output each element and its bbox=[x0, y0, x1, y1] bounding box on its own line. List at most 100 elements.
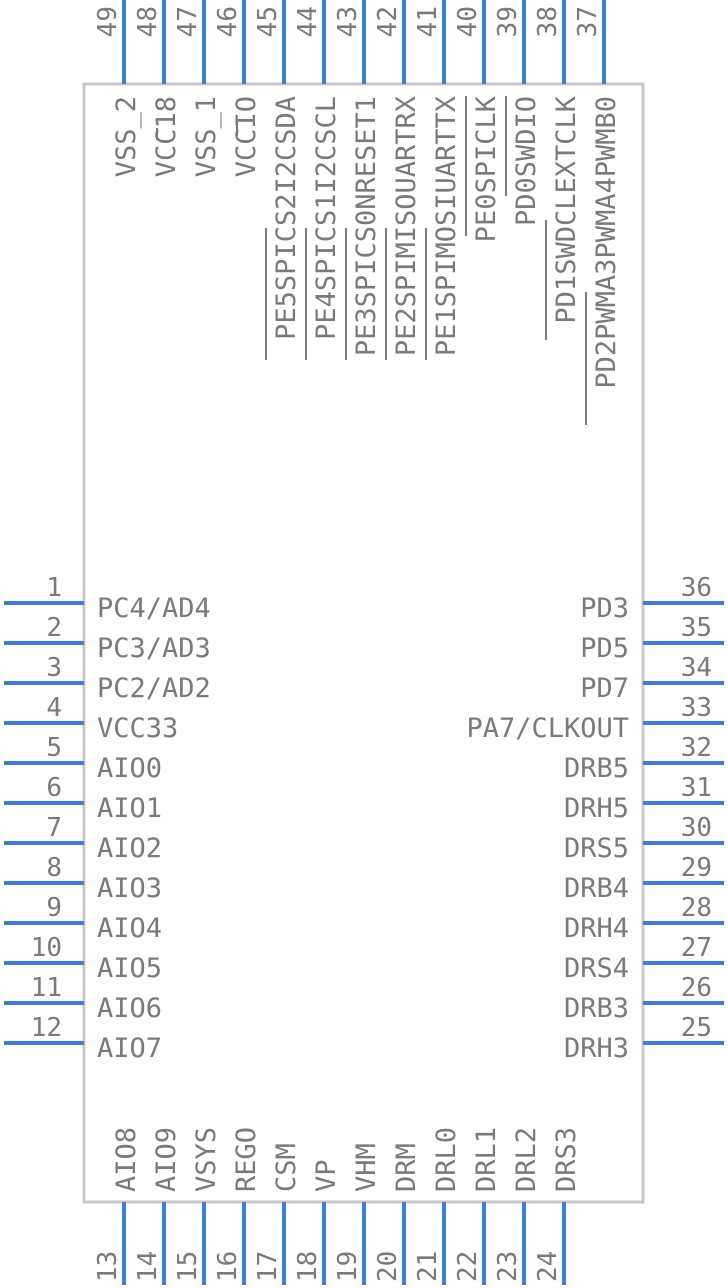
pin-label-6: AIO1 bbox=[97, 793, 162, 824]
pin-number-20: 20 bbox=[373, 1251, 403, 1282]
pin-number-3: 3 bbox=[46, 653, 62, 683]
pin-label-10: AIO5 bbox=[97, 953, 162, 984]
pin-label-13: AIO8 bbox=[111, 1127, 142, 1192]
chip-body bbox=[82, 82, 645, 1204]
pin-number-26: 26 bbox=[681, 973, 712, 1003]
pin-number-18: 18 bbox=[293, 1251, 323, 1282]
pin-number-6: 6 bbox=[46, 773, 62, 803]
pin-label-22: DRL1 bbox=[471, 1127, 502, 1192]
pin-label-46: VCCIO bbox=[231, 96, 262, 177]
pin-number-48: 48 bbox=[133, 6, 163, 37]
pin-label-15: VSYS bbox=[191, 1127, 222, 1192]
pin-label-9: AIO4 bbox=[97, 913, 162, 944]
pin-number-24: 24 bbox=[533, 1251, 563, 1282]
pin-number-23: 23 bbox=[493, 1251, 523, 1282]
pin-number-7: 7 bbox=[46, 813, 62, 843]
pin-labels: PC4/AD4PC3/AD3PC2/AD2VCC33AIO0AIO1AIO2AI… bbox=[97, 95, 629, 1192]
pin-number-33: 33 bbox=[681, 693, 712, 723]
pin-label-11: AIO6 bbox=[97, 993, 162, 1024]
pin-number-22: 22 bbox=[453, 1251, 483, 1282]
pin-label-34: PD7 bbox=[580, 673, 629, 704]
pin-label-37: PD2PWMA3PWMA4PWMB0 bbox=[591, 96, 622, 389]
pin-number-40: 40 bbox=[453, 6, 483, 37]
pin-label-7: AIO2 bbox=[97, 833, 162, 864]
pin-number-11: 11 bbox=[31, 973, 62, 1003]
pin-label-12: AIO7 bbox=[97, 1033, 162, 1064]
pin-label-8: AIO3 bbox=[97, 873, 162, 904]
pin-label-19: VHM bbox=[351, 1143, 382, 1192]
pin-lines bbox=[4, 0, 724, 1285]
pin-number-12: 12 bbox=[31, 1013, 62, 1043]
pin-label-23: DRL2 bbox=[511, 1127, 542, 1192]
pin-label-25: DRH3 bbox=[564, 1033, 629, 1064]
pin-number-36: 36 bbox=[681, 573, 712, 603]
pin-number-19: 19 bbox=[333, 1251, 363, 1282]
pin-label-45: PE5SPICS2I2CSDA bbox=[271, 96, 302, 340]
pin-number-34: 34 bbox=[681, 653, 712, 683]
pin-label-35: PD5 bbox=[580, 633, 629, 664]
pin-number-46: 46 bbox=[213, 6, 243, 37]
pin-label-43: PE3SPICS0NRESET1 bbox=[351, 96, 382, 356]
pin-number-17: 17 bbox=[253, 1251, 283, 1282]
pin-number-37: 37 bbox=[573, 6, 603, 37]
pin-label-29: DRB4 bbox=[564, 873, 629, 904]
pin-label-20: DRM bbox=[391, 1143, 422, 1192]
pin-label-39: PD0SWDIO bbox=[511, 96, 542, 226]
pin-number-13: 13 bbox=[93, 1251, 123, 1282]
pin-label-21: DRL0 bbox=[431, 1127, 462, 1192]
pin-number-28: 28 bbox=[681, 893, 712, 923]
pin-number-27: 27 bbox=[681, 933, 712, 963]
pin-label-40: PE0SPICLK bbox=[471, 95, 502, 242]
pin-label-26: DRB3 bbox=[564, 993, 629, 1024]
pin-label-36: PD3 bbox=[580, 593, 629, 624]
pin-number-49: 49 bbox=[93, 6, 123, 37]
pin-number-39: 39 bbox=[493, 6, 523, 37]
pin-label-16: REGO bbox=[231, 1127, 262, 1192]
pin-label-5: AIO0 bbox=[97, 753, 162, 784]
pin-number-10: 10 bbox=[31, 933, 62, 963]
pin-label-4: VCC33 bbox=[97, 713, 178, 744]
pin-number-44: 44 bbox=[293, 6, 323, 37]
pin-label-27: DRS4 bbox=[564, 953, 629, 984]
pin-number-5: 5 bbox=[46, 733, 62, 763]
pin-number-43: 43 bbox=[333, 6, 363, 37]
pin-label-32: DRB5 bbox=[564, 753, 629, 784]
pin-number-42: 42 bbox=[373, 6, 403, 37]
pin-number-14: 14 bbox=[133, 1251, 163, 1282]
pin-label-1: PC4/AD4 bbox=[97, 593, 211, 624]
pin-number-21: 21 bbox=[413, 1251, 443, 1282]
pin-number-4: 4 bbox=[46, 693, 62, 723]
pin-label-42: PE2SPIMISOUARTRX bbox=[391, 96, 422, 356]
pin-number-2: 2 bbox=[46, 613, 62, 643]
pin-number-45: 45 bbox=[253, 6, 283, 37]
pin-label-17: CSM bbox=[271, 1143, 302, 1192]
active-low-overbars bbox=[156, 96, 587, 425]
pin-number-25: 25 bbox=[681, 1013, 712, 1043]
pin-label-38: PD1SWDCLEXTCLK bbox=[551, 95, 582, 323]
pin-label-41: PE1SPIMOSIUARTTX bbox=[431, 96, 462, 356]
pin-label-47: VSS_1 bbox=[191, 96, 222, 177]
pin-label-49: VSS_2 bbox=[111, 96, 142, 177]
pin-number-29: 29 bbox=[681, 853, 712, 883]
pin-number-16: 16 bbox=[213, 1251, 243, 1282]
pin-label-31: DRH5 bbox=[564, 793, 629, 824]
pin-number-32: 32 bbox=[681, 733, 712, 763]
pin-number-41: 41 bbox=[413, 6, 443, 37]
pin-number-38: 38 bbox=[533, 6, 563, 37]
pin-number-8: 8 bbox=[46, 853, 62, 883]
pin-label-2: PC3/AD3 bbox=[97, 633, 211, 664]
pin-number-9: 9 bbox=[46, 893, 62, 923]
pin-number-35: 35 bbox=[681, 613, 712, 643]
pin-number-1: 1 bbox=[46, 573, 62, 603]
pin-label-3: PC2/AD2 bbox=[97, 673, 211, 704]
pin-label-18: VP bbox=[311, 1159, 342, 1192]
pin-label-33: PA7/CLKOUT bbox=[466, 713, 629, 744]
pin-number-15: 15 bbox=[173, 1251, 203, 1282]
pin-label-24: DRS3 bbox=[551, 1127, 582, 1192]
pin-label-44: PE4SPICS1I2CSCL bbox=[311, 96, 342, 340]
pin-number-31: 31 bbox=[681, 773, 712, 803]
pin-label-14: AIO9 bbox=[151, 1127, 182, 1192]
pin-number-47: 47 bbox=[173, 6, 203, 37]
